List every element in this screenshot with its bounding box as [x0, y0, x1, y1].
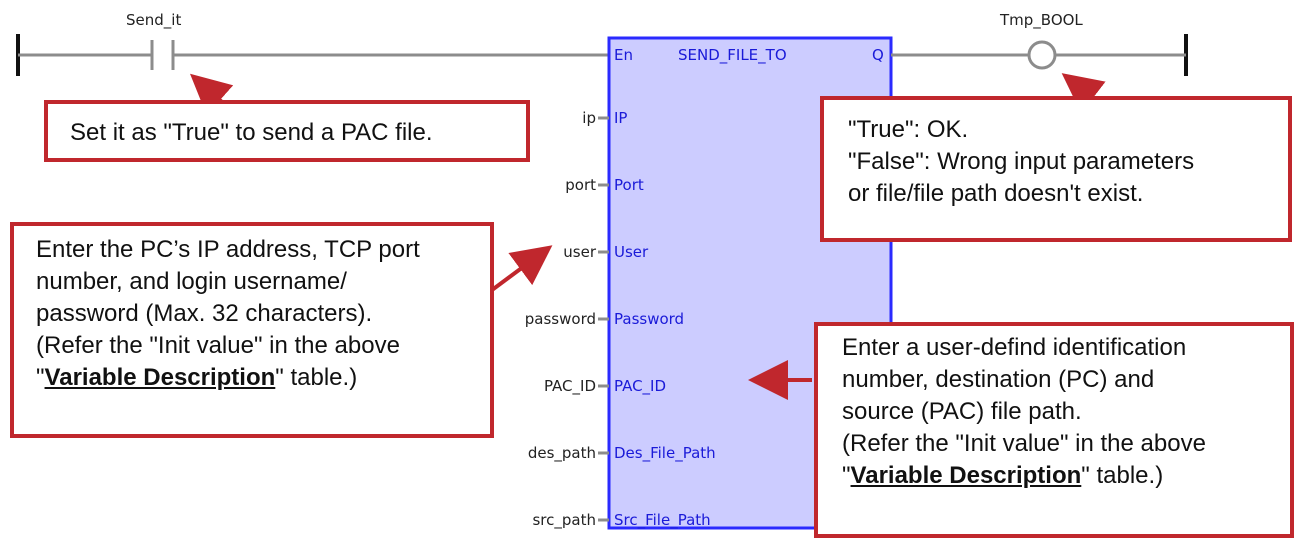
input-variable-password[interactable]: password [525, 310, 596, 328]
callout-paths-line: (Refer the "Init value" in the above [842, 430, 1206, 457]
callout-connection-line: (Refer the "Init value" in the above [36, 332, 400, 359]
callout-paths-line: source (PAC) file path. [842, 398, 1082, 425]
input-pin-port: Port [614, 176, 644, 194]
arrow-connection [490, 245, 553, 292]
callout-connection-suffix: " table.) [275, 364, 358, 391]
variable-description-link-text: Variable Description [850, 462, 1082, 489]
input-pin-user: User [614, 243, 649, 261]
input-pin-ip: IP [614, 109, 627, 127]
input-pin-password: Password [614, 310, 684, 328]
coil-label: Tmp_BOOL [999, 11, 1083, 30]
callout-connection: Enter the PC’s IP address, TCP port numb… [10, 222, 494, 438]
callout-send-it-text: Set it as "True" to send a PAC file. [70, 119, 433, 146]
variable-description-link-text: Variable Description [44, 364, 276, 391]
callout-paths: Enter a user-defind identification numbe… [814, 322, 1294, 538]
quote-open: " [36, 364, 45, 391]
callout-paths-line: number, destination (PC) and [842, 366, 1155, 393]
input-variable-pac-id[interactable]: PAC_ID [544, 377, 596, 396]
input-pin-des-file-path: Des_File_Path [614, 444, 716, 463]
input-variable-src-path[interactable]: src_path [532, 511, 596, 530]
callout-paths-line: Enter a user-defind identification [842, 334, 1187, 361]
input-pins: ip IP port Port user User password PasswordPAC_… [525, 109, 716, 530]
callout-connection-line: password (Max. 32 characters). [36, 300, 373, 327]
output-pin-label: Q [872, 46, 884, 64]
callout-result-line: or file/file path doesn't exist. [848, 180, 1144, 207]
callout-send-it: Set it as "True" to send a PAC file. [44, 100, 530, 162]
enable-pin-label: En [614, 46, 633, 64]
contact-label: Send_it [126, 11, 181, 30]
callout-result-line: "False": Wrong input parameters [848, 148, 1195, 175]
contact-send-it[interactable] [150, 40, 175, 70]
callout-connection-line: number, and login username/ [36, 268, 347, 295]
function-block-name: SEND_FILE_TO [678, 46, 787, 65]
quote-open: " [842, 462, 851, 489]
input-variable-des-path[interactable]: des_path [528, 444, 596, 463]
callout-result: "True": OK. "False": Wrong input paramet… [820, 96, 1292, 242]
callout-paths-last-line: "Variable Description" table.) [842, 460, 1290, 492]
input-variable-user[interactable]: user [563, 243, 597, 261]
callout-connection-last-line: "Variable Description" table.) [36, 362, 490, 394]
input-variable-port[interactable]: port [565, 176, 596, 194]
callout-result-line: "True": OK. [848, 116, 969, 143]
input-pin-src-file-path: Src_File_Path [614, 511, 711, 530]
callout-paths-suffix: " table.) [1081, 462, 1164, 489]
coil-tmp-bool[interactable] [1027, 40, 1057, 70]
input-pin-pac-id: PAC_ID [614, 377, 666, 396]
callout-connection-line: Enter the PC’s IP address, TCP port [36, 236, 420, 263]
input-variable-ip[interactable]: ip [582, 109, 596, 127]
